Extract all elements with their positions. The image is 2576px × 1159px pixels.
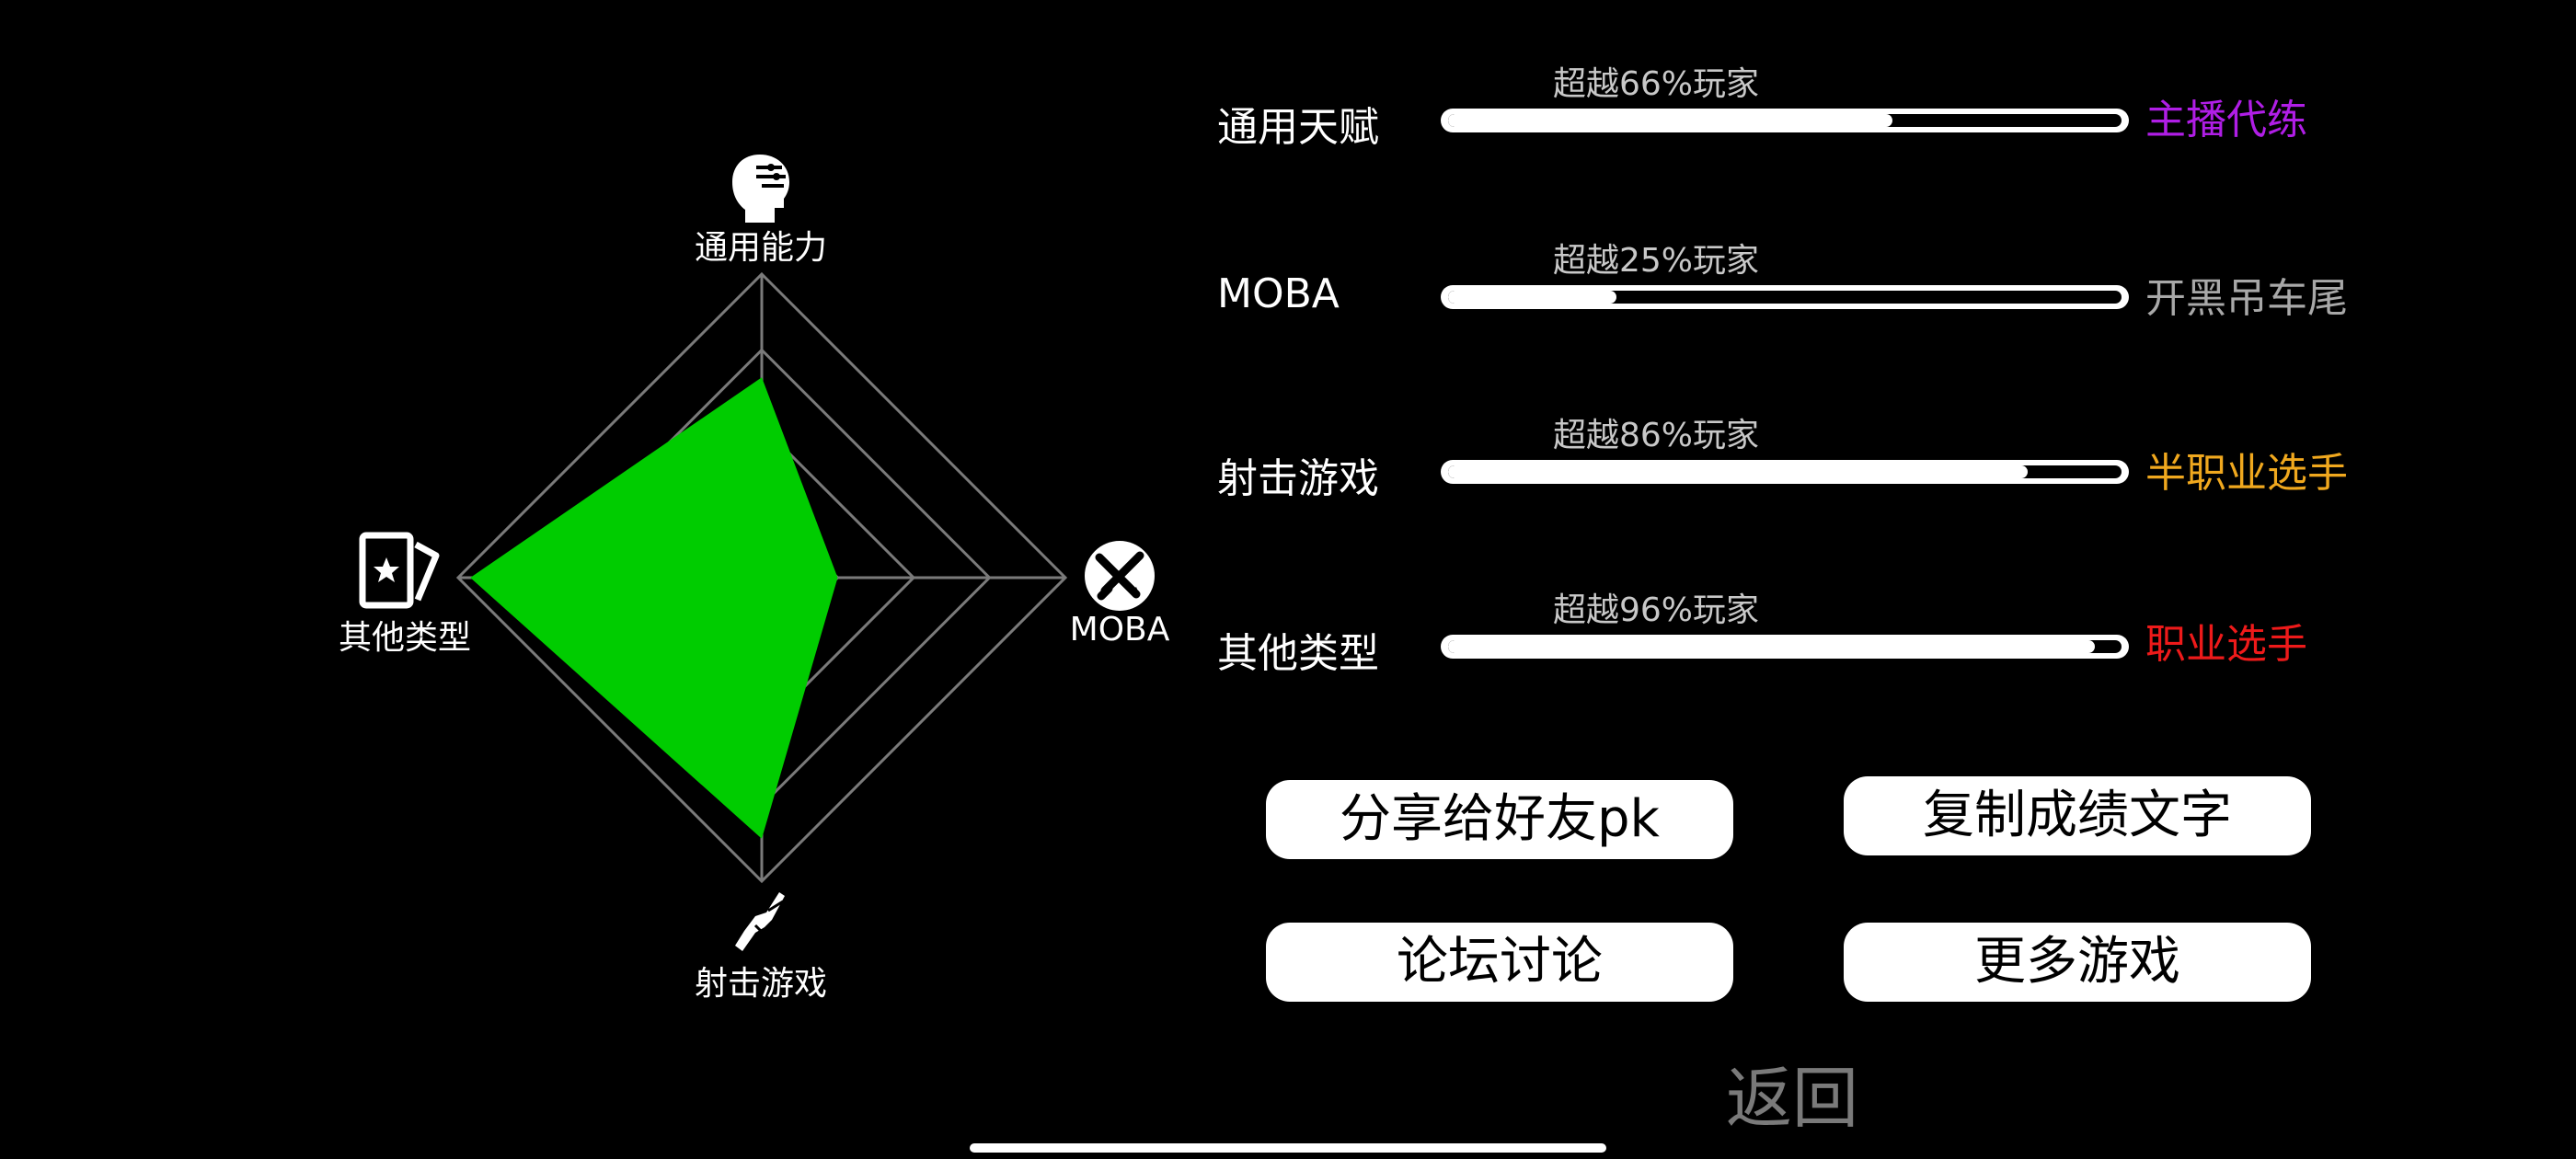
- head-profile-icon: [729, 153, 795, 228]
- axis-label-moba: MOBA: [1069, 611, 1170, 648]
- score-caption-moba: 超越25%玩家: [1552, 242, 1760, 280]
- rifle-icon: [728, 889, 792, 957]
- radar-data-area: [470, 377, 838, 839]
- axis-label-other: 其他类型: [338, 619, 472, 657]
- home-indicator[interactable]: [970, 1143, 1606, 1153]
- score-caption-general: 超越66%玩家: [1552, 65, 1760, 103]
- progress-bar-moba: [1441, 285, 2129, 309]
- axis-label-shooter: 射击游戏: [694, 965, 828, 1003]
- score-caption-other: 超越96%玩家: [1552, 591, 1760, 629]
- score-row-name-shooter: 射击游戏: [1217, 455, 1379, 502]
- axis-label-general: 通用能力: [694, 229, 828, 267]
- score-row-name-moba: MOBA: [1217, 270, 1340, 317]
- crossed-swords-icon: [1083, 539, 1156, 616]
- more-games-button[interactable]: 更多游戏: [1844, 923, 2311, 1002]
- score-row-name-other: 其他类型: [1217, 630, 1379, 677]
- progress-bar-general: [1441, 109, 2129, 132]
- share-pk-button[interactable]: 分享给好友pk: [1266, 780, 1733, 859]
- rank-title-moba: 开黑吊车尾: [2145, 275, 2348, 322]
- score-row-name-general: 通用天赋: [1217, 104, 1379, 151]
- rank-title-shooter: 半职业选手: [2145, 450, 2348, 497]
- radar-chart: [455, 271, 1068, 884]
- forum-discussion-button[interactable]: 论坛讨论: [1266, 923, 1733, 1002]
- progress-bar-shooter: [1441, 460, 2129, 484]
- star-cards-icon: [357, 532, 445, 616]
- rank-title-other: 职业选手: [2145, 621, 2307, 668]
- progress-bar-other: [1441, 635, 2129, 659]
- score-caption-shooter: 超越86%玩家: [1552, 417, 1760, 454]
- rank-title-general: 主播代练: [2145, 97, 2307, 143]
- copy-results-button[interactable]: 复制成绩文字: [1844, 776, 2311, 855]
- back-button[interactable]: 返回: [1725, 1060, 1858, 1137]
